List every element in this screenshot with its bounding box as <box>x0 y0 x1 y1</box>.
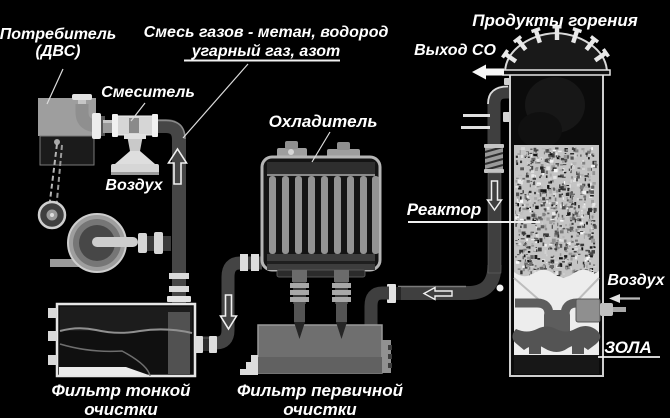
fine-filter-tank <box>48 302 217 378</box>
cooler-fins <box>269 176 379 254</box>
flow-up-arrow-icon <box>167 147 188 185</box>
consumer-label-line1: Потребитель <box>0 26 117 43</box>
consumer-label: Потребитель (ДВС) <box>0 26 116 60</box>
leader-lines <box>46 59 660 358</box>
air-intake-funnel <box>115 151 155 164</box>
engine <box>37 94 105 230</box>
fine-filter-label: Фильтр тонкой очистки <box>51 381 190 418</box>
air-inlet-nozzle <box>575 298 626 323</box>
broken-edge-mark <box>240 355 258 375</box>
flow-down-arrow-icon <box>486 180 503 212</box>
combustion-products-label: Продукты горения <box>472 11 638 30</box>
cooler-drain-pipes <box>290 270 351 339</box>
cooler-radiator <box>260 141 382 278</box>
belt-drive <box>48 143 58 210</box>
primary-filter-label-line1: Фильтр первичной <box>237 381 403 400</box>
flow-down-arrow-icon <box>219 294 238 331</box>
mixer-label: Смеситель <box>101 84 195 101</box>
co-outlet-label: Выход СО <box>414 42 496 59</box>
dome-bolts <box>501 25 610 64</box>
air-inlet-label: Воздух <box>607 272 665 289</box>
reactor-gas-pipe <box>364 264 504 329</box>
primary-filter-label: Фильтр первичной очистки <box>237 381 403 418</box>
flow-left-arrow-icon <box>422 286 453 301</box>
cooler-outlet-pipe <box>202 254 262 350</box>
gas-mixture-line1: Смесь газов - метан, водород <box>143 24 389 41</box>
ash-label: ЗОЛА <box>604 338 652 357</box>
air-inlet-arrow-icon <box>609 294 620 303</box>
riser-pipe <box>156 119 191 303</box>
fine-filter-label-line1: Фильтр тонкой <box>51 381 191 400</box>
reactor-base <box>514 355 599 374</box>
primary-filter-label-line2: очистки <box>283 400 357 418</box>
flow-arrows <box>472 64 640 303</box>
primary-filter-box <box>240 324 392 375</box>
corrugated-section <box>485 146 503 170</box>
air-intake-label: Воздух <box>105 177 163 194</box>
reactor-vessel <box>501 25 626 377</box>
reactor-offtake-pipe <box>461 78 515 274</box>
fine-filter-label-line2: очистки <box>84 400 158 418</box>
reactor-label: Реактор <box>406 200 482 219</box>
consumer-label-line2: (ДВС) <box>35 43 81 60</box>
gas-mixture-label: Смесь газов - метан, водород угарный газ… <box>144 23 389 61</box>
co-outlet-arrow-icon <box>472 64 504 80</box>
mixer-assembly <box>103 114 159 175</box>
gas-mixture-line2: угарный газ, азот <box>191 43 341 60</box>
gravel-speckles <box>515 147 598 278</box>
cooler-label: Охладитель <box>268 112 378 131</box>
blower-fan <box>50 213 171 273</box>
